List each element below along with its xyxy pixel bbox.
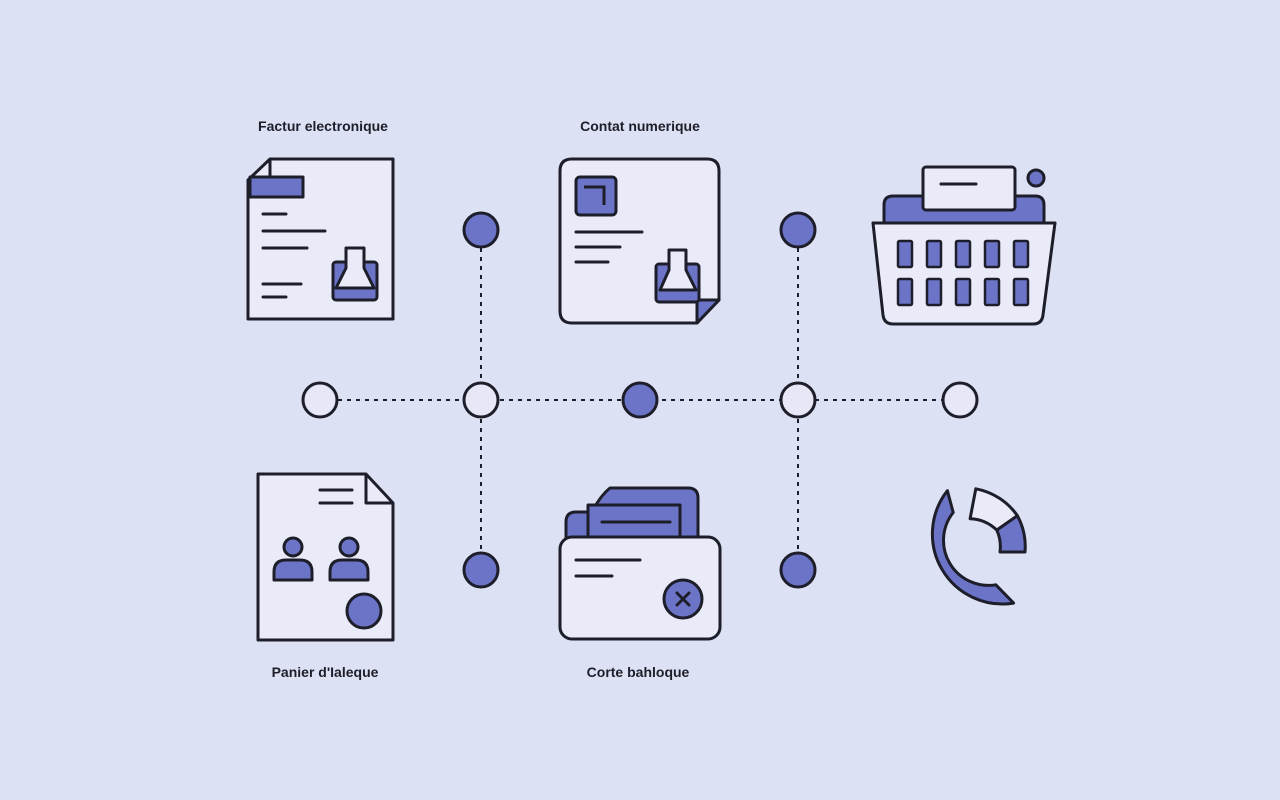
node-empty: [301, 381, 339, 419]
donut-segment-small: [995, 514, 1027, 554]
node-empty: [462, 381, 500, 419]
donut-chart-icon: [930, 487, 1027, 606]
label-carte: Corte bahloque: [586, 664, 690, 680]
node-filled: [621, 381, 659, 419]
label-facture: Factur electronique: [258, 118, 388, 134]
label-contrat: Contat numerique: [580, 118, 700, 134]
node-empty: [779, 381, 817, 419]
contract-document-icon: [558, 157, 721, 325]
folder-card-icon: [558, 486, 722, 641]
users-document-icon: [256, 472, 395, 642]
shopping-basket-icon: [871, 165, 1057, 326]
node-filled: [779, 551, 817, 589]
connector-lines: [320, 230, 960, 570]
donut-segment-large: [930, 489, 1016, 606]
label-panier: Panier d'Ialeque: [271, 664, 379, 680]
node-filled: [462, 211, 500, 249]
timeline-nodes: [301, 211, 979, 589]
node-filled: [779, 211, 817, 249]
node-empty: [941, 381, 979, 419]
node-filled: [462, 551, 500, 589]
invoice-document-icon: [246, 157, 395, 321]
